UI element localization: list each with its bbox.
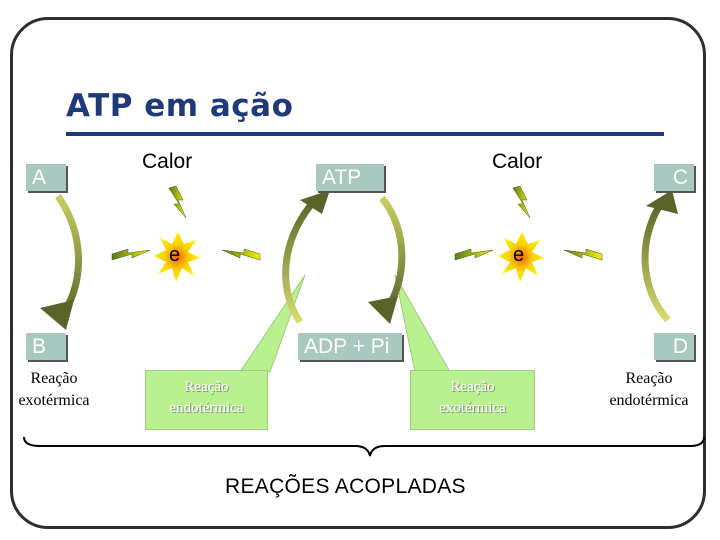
energy-label-left: e	[169, 244, 181, 266]
label-atp: ATP	[316, 164, 384, 191]
arrow-a-to-b	[55, 194, 82, 321]
coupled-reactions-label: REAÇÕES ACOPLADAS	[225, 475, 466, 498]
energy-label-right: e	[513, 244, 525, 266]
arrow-d-to-c	[641, 203, 671, 323]
slide-frame	[10, 17, 706, 529]
heat-label-right: Calor	[492, 150, 543, 173]
reaction-mid-left-line2: endotérmica	[169, 400, 244, 416]
arrow-d-to-c-head	[646, 190, 678, 214]
reaction-right: Reação endotérmica	[592, 368, 706, 412]
energy-burst-right	[454, 185, 603, 282]
label-d: D	[654, 333, 694, 360]
reaction-left-line2: exotérmica	[18, 392, 90, 409]
arrow-adp-to-atp-head	[300, 190, 330, 214]
arrow-atp-to-adp-head	[368, 296, 398, 324]
reaction-right-line2: endotérmica	[609, 392, 689, 409]
reaction-mid-left-line1: Reação	[184, 379, 229, 395]
heat-label-left: Calor	[142, 150, 193, 173]
reaction-left-line1: Reação	[30, 370, 78, 387]
arrow-adp-to-atp	[282, 197, 318, 324]
callout-wedge-right	[394, 274, 451, 373]
label-adp-pi: ADP + Pi	[298, 333, 402, 360]
coupled-reactions-brace	[23, 436, 705, 457]
label-b: B	[26, 333, 66, 360]
reaction-mid-right-line1: Reação	[450, 379, 495, 395]
callout-wedge-left	[239, 274, 306, 373]
reaction-right-line1: Reação	[625, 370, 673, 387]
slide-title: ATP em ação	[66, 88, 294, 124]
energy-burst-left	[111, 185, 261, 282]
arrow-a-to-b-head	[40, 300, 74, 330]
label-a: A	[26, 164, 66, 191]
reaction-box-middle-right: Reação exotérmica	[410, 370, 535, 430]
reaction-left: Reação exotérmica	[4, 368, 104, 412]
label-c: C	[654, 164, 694, 191]
reaction-box-middle-left: Reação endotérmica	[145, 370, 268, 430]
title-underline	[66, 132, 664, 136]
reaction-mid-right-line2: exotérmica	[439, 400, 506, 416]
